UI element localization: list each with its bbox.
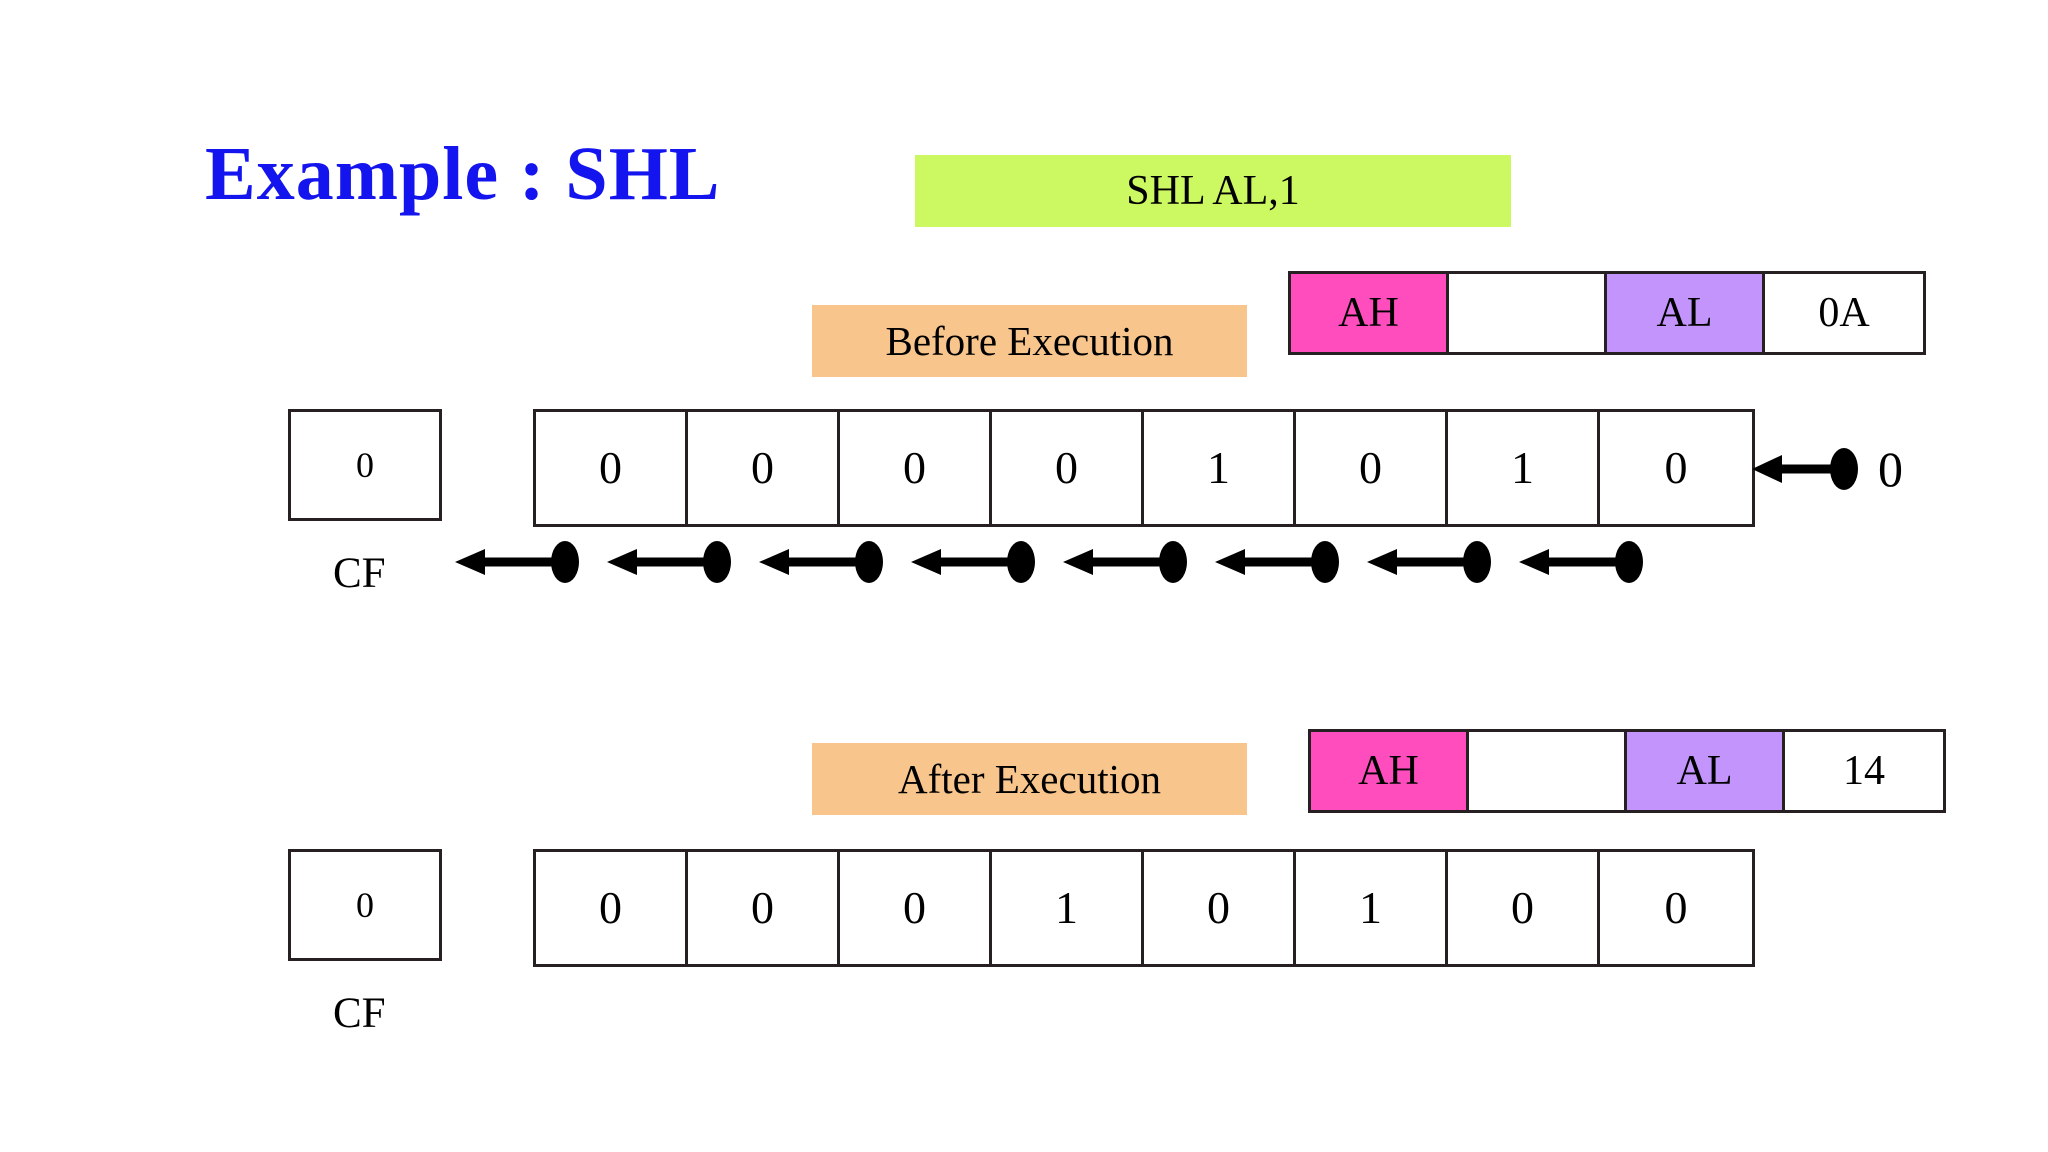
bit-cell: 0: [1296, 412, 1448, 524]
shift-arrow-left-icon: [455, 540, 589, 584]
shift-in-arrow-left-icon: [1752, 447, 1868, 491]
after-execution-label-chip: After Execution: [812, 743, 1247, 815]
carry-flag-value-after: 0: [356, 885, 374, 925]
shift-arrow-left-icon: [1215, 540, 1349, 584]
bit-cell: 0: [1448, 852, 1600, 964]
page-title: Example : SHL: [205, 132, 721, 216]
shift-arrow-left-icon: [759, 540, 893, 584]
bit-cell: 0: [536, 852, 688, 964]
shift-arrow-left-icon: [607, 540, 741, 584]
shift-arrow-left-icon: [1367, 540, 1501, 584]
carry-flag-box-after: 0: [288, 849, 442, 961]
carry-flag-label-after: CF: [333, 990, 386, 1037]
bit-cell: 0: [992, 412, 1144, 524]
bit-cell: 1: [1144, 412, 1296, 524]
bit-cell: 0: [840, 852, 992, 964]
bit-cell: 1: [992, 852, 1144, 964]
bit-cell: 0: [1144, 852, 1296, 964]
register-cell-ah-value-after: [1469, 732, 1627, 810]
shift-arrow-left-icon: [911, 540, 1045, 584]
bit-cell: 0: [536, 412, 688, 524]
carry-flag-value-before: 0: [356, 445, 374, 485]
shift-in-group: 0: [1752, 444, 1903, 494]
register-cell-ah-after: AH: [1311, 732, 1469, 810]
register-strip-before: AH AL 0A: [1288, 271, 1926, 355]
bit-cell: 0: [688, 412, 840, 524]
register-cell-ah-before: AH: [1291, 274, 1449, 352]
shift-arrow-left-icon: [1063, 540, 1197, 584]
register-cell-al-before: AL: [1607, 274, 1765, 352]
register-cell-al-after: AL: [1627, 732, 1785, 810]
instruction-text: SHL AL,1: [1126, 168, 1300, 214]
before-execution-label-chip: Before Execution: [812, 305, 1247, 377]
after-execution-label: After Execution: [898, 755, 1161, 802]
bit-cell: 0: [840, 412, 992, 524]
before-execution-label: Before Execution: [885, 317, 1174, 364]
bit-cell: 0: [688, 852, 840, 964]
bit-cell: 1: [1296, 852, 1448, 964]
carry-flag-label-before: CF: [333, 550, 386, 597]
shift-arrow-left-icon: [1519, 540, 1653, 584]
bit-cell: 0: [1664, 882, 1688, 933]
shift-arrow-chain: [455, 540, 1653, 584]
bit-row-before: 0 0 0 0 1 0 1 0: [533, 409, 1755, 527]
register-strip-after: AH AL 14: [1308, 729, 1946, 813]
register-cell-ah-value-before: [1449, 274, 1607, 352]
bit-cell: 0: [1664, 442, 1688, 493]
register-cell-al-value-before: 0A: [1765, 274, 1923, 352]
register-cell-al-value-after: 14: [1785, 732, 1943, 810]
carry-flag-box-before: 0: [288, 409, 442, 521]
bit-cell: 1: [1448, 412, 1600, 524]
bit-row-after: 0 0 0 1 0 1 0 0: [533, 849, 1755, 967]
instruction-highlight-box: SHL AL,1: [915, 155, 1511, 227]
shift-in-bit-value: 0: [1878, 441, 1903, 497]
